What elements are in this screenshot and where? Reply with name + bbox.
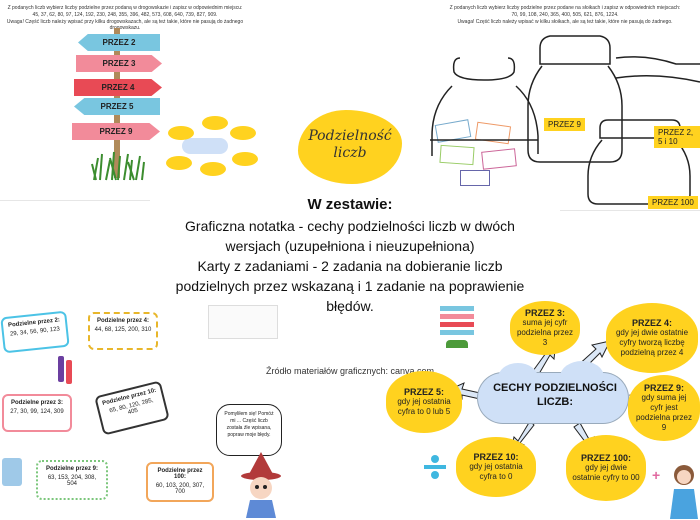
card-title: Podzielne przez 100: bbox=[157, 468, 203, 480]
jar-label-przez-100: PRZEZ 100 bbox=[648, 196, 698, 209]
sign-przez-4: PRZEZ 4 bbox=[74, 79, 162, 96]
description-line-3: Karty z zadaniami - 2 zadania na dobiera… bbox=[197, 258, 503, 274]
center-cloud-bump bbox=[498, 363, 538, 393]
bubble-text: gdy jej ostatnia cyfra to 0 bbox=[469, 462, 523, 481]
worksheet-note: Uwaga! Część liczb należy wpisać przy ki… bbox=[6, 19, 244, 31]
description-heading: W zestawie: bbox=[307, 196, 393, 213]
card-title: Podzielne przez 3: bbox=[10, 400, 63, 406]
worksheet-instruction: Z podanych liczb wybierz liczby podzieln… bbox=[7, 5, 243, 11]
bubble-title: PRZEZ 5: bbox=[403, 387, 444, 397]
girl-icon bbox=[670, 465, 698, 519]
bubble-title: PRZEZ 4: bbox=[631, 318, 672, 328]
bubble-text: gdy jej dwie ostatnie cyfry to 00 bbox=[572, 463, 640, 482]
sign-przez-9: PRZEZ 9 bbox=[72, 123, 160, 140]
sign-przez-5: PRZEZ 5 bbox=[74, 98, 160, 115]
bubble-title: PRZEZ 10: bbox=[473, 452, 519, 462]
card-przez-4: Podzielne przez 4: 44, 68, 125, 200, 310 bbox=[88, 312, 158, 350]
card-przez-9: Podzielne przez 9: 63, 153, 204, 308, 50… bbox=[36, 460, 108, 500]
card-values: 63, 153, 204, 308, 504 bbox=[47, 475, 97, 487]
description-line-5: błędów. bbox=[326, 298, 374, 314]
witch-icon bbox=[241, 452, 281, 518]
signpost-worksheet: Z podanych liczb wybierz liczby podzieln… bbox=[0, 0, 250, 200]
bubble-text: gdy jej ostatnia cyfra to 0 lub 5 bbox=[397, 397, 451, 416]
mini-signpost-preview bbox=[438, 302, 478, 350]
bubble-przez-5: PRZEZ 5: gdy jej ostatnia cyfra to 0 lub… bbox=[386, 371, 462, 433]
bubble-przez-9: PRZEZ 9: gdy suma jej cyfr jest podzieln… bbox=[628, 375, 700, 441]
card-title: Podzielne przez 9: bbox=[45, 466, 98, 472]
cards-preview bbox=[430, 118, 530, 190]
card-values: 27, 30, 99, 124, 309 bbox=[10, 409, 64, 415]
jar-label-przez-2-5-10: PRZEZ 2, 5 i 10 bbox=[654, 126, 700, 148]
bubble-title: PRZEZ 100: bbox=[580, 453, 631, 463]
jar-icon bbox=[430, 35, 700, 205]
cover-blob bbox=[298, 110, 402, 184]
description-line-4: podzielnych przez wskazaną i 1 zadanie n… bbox=[175, 278, 525, 294]
card-przez-100: Podzielne przez 100: 60, 103, 200, 307, … bbox=[146, 462, 214, 502]
jars-note: Uwaga! Część liczb należy wpisać w kilku… bbox=[457, 19, 673, 25]
bubble-przez-100: PRZEZ 100: gdy jej dwie ostatnie cyfry t… bbox=[566, 435, 646, 501]
bubble-text: gdy suma jej cyfr jest podzielna przez 9 bbox=[635, 393, 693, 432]
card-title: Podzielne przez 4: bbox=[96, 318, 149, 324]
jar-label-przez-9: PRZEZ 9 bbox=[544, 118, 585, 131]
divide-icon bbox=[424, 455, 446, 479]
bubble-przez-3: PRZEZ 3: suma jej cyfr podzielna przez 3 bbox=[510, 301, 580, 355]
bubble-title: PRZEZ 9: bbox=[643, 383, 684, 393]
mind-map-center: CECHY PODZIELNOŚCI LICZB: bbox=[493, 382, 617, 408]
speech-bubble: Pomyliłem się! Pomóż mi ... Część liczb … bbox=[216, 404, 282, 456]
sign-przez-2: PRZEZ 2 bbox=[78, 34, 160, 51]
description-line-1: Graficzna notatka - cechy podzielności l… bbox=[185, 218, 515, 234]
mindmap-preview bbox=[160, 112, 265, 182]
sign-przez-3: PRZEZ 3 bbox=[76, 55, 162, 72]
source-credit: Źródło materiałów graficznych: canva.com bbox=[265, 366, 435, 376]
card-values: 60, 103, 200, 307, 700 bbox=[155, 483, 205, 495]
task-cards: Podzielne przez 2: 29, 34, 56, 90, 123 P… bbox=[0, 298, 214, 520]
mind-map: CECHY PODZIELNOŚCI LICZB: PRZEZ 3: suma … bbox=[380, 295, 700, 520]
pencil-cup-icon bbox=[2, 458, 22, 486]
card-przez-10: Podzielne przez 10: 65, 80, 120, 285, 40… bbox=[94, 380, 170, 436]
bubble-przez-10: PRZEZ 10: gdy jej ostatnia cyfra to 0 bbox=[456, 437, 536, 497]
jars-numbers: 70, 99, 108, 240, 365, 400, 505, 621, 87… bbox=[511, 12, 619, 18]
jars-instruction: Z podanych liczb wybierz liczby podzieln… bbox=[449, 5, 681, 11]
mini-jars-preview bbox=[208, 305, 278, 339]
center-cloud-bump bbox=[560, 361, 604, 393]
card-przez-2: Podzielne przez 2: 29, 34, 56, 90, 123 bbox=[0, 310, 70, 354]
crayon-icon bbox=[58, 356, 64, 382]
jars-worksheet: Z podanych liczb wybierz liczby podzieln… bbox=[430, 0, 700, 210]
grass-icon bbox=[91, 151, 145, 181]
bubble-przez-4: PRZEZ 4: gdy jej dwie ostatnie cyfry two… bbox=[606, 303, 698, 373]
divider bbox=[560, 210, 700, 211]
card-values: 29, 34, 56, 90, 123 bbox=[9, 326, 61, 338]
plus-icon: + bbox=[652, 467, 661, 483]
divider bbox=[0, 200, 150, 201]
cover-title: Podzielność liczb bbox=[308, 128, 392, 161]
bubble-text: gdy jej dwie ostatnie cyfry tworzą liczb… bbox=[615, 328, 689, 357]
description-line-2: wersjach (uzupełniona i nieuzupełniona) bbox=[225, 238, 475, 254]
card-values: 44, 68, 125, 200, 310 bbox=[94, 327, 152, 333]
bubble-text: suma jej cyfr podzielna przez 3 bbox=[516, 318, 574, 347]
crayon-icon bbox=[66, 360, 72, 384]
card-przez-3: Podzielne przez 3: 27, 30, 99, 124, 309 bbox=[2, 394, 72, 432]
bubble-title: PRZEZ 3: bbox=[524, 308, 565, 318]
worksheet-numbers: 45, 37, 62, 80, 97, 124, 192, 230, 248, … bbox=[32, 12, 218, 18]
